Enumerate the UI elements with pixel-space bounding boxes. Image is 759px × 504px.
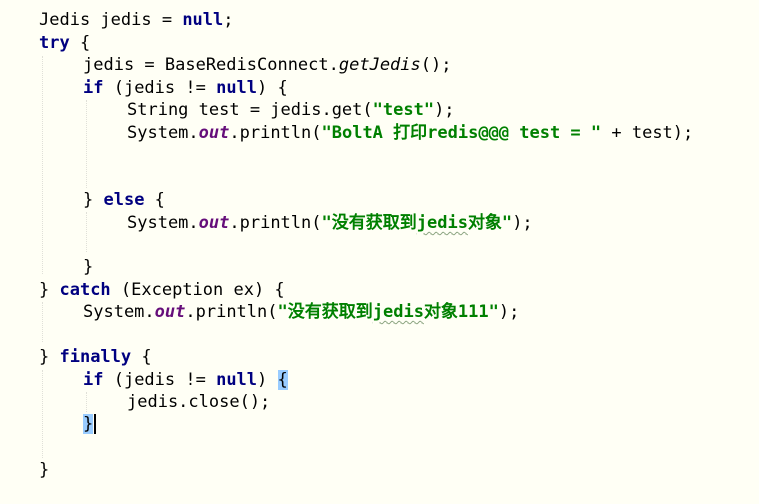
- keyword-token: try: [39, 33, 70, 53]
- keyword-token: else: [103, 190, 145, 210]
- keyword-token: if: [83, 78, 104, 98]
- code-line[interactable]: } finally {: [39, 346, 152, 368]
- code-text: ): [257, 370, 278, 390]
- code-text: ) {: [257, 78, 288, 98]
- code-line[interactable]: System.out.println("没有获取到jedis对象111");: [83, 301, 519, 323]
- code-line[interactable]: }: [83, 413, 97, 435]
- string-literal: 对象111": [423, 302, 499, 322]
- code-line[interactable]: Jedis jedis = null;: [39, 9, 234, 31]
- code-text: .println(: [229, 123, 322, 143]
- keyword-token: null: [216, 370, 258, 390]
- code-line[interactable]: }: [83, 256, 93, 278]
- keyword-token: null: [182, 10, 224, 30]
- string-literal: "test": [372, 100, 435, 120]
- field-token: out: [198, 213, 230, 233]
- code-text: System.: [127, 213, 199, 233]
- code-line[interactable]: if (jedis != null) {: [83, 77, 288, 99]
- code-text: {: [131, 347, 152, 367]
- code-line[interactable]: jedis = BaseRedisConnect.getJedis();: [83, 54, 451, 76]
- code-text: ;: [223, 10, 234, 30]
- indent-guide: [42, 302, 43, 342]
- matched-brace-open: {: [277, 370, 288, 390]
- string-literal: "BoltA 打印redis@@@ test = ": [321, 123, 602, 143]
- indent-guide: [86, 212, 87, 252]
- keyword-token: catch: [59, 280, 111, 300]
- code-text: jedis = BaseRedisConnect.: [83, 55, 339, 75]
- code-text: .println(: [229, 213, 322, 233]
- indent-guide: [42, 56, 43, 274]
- field-token: out: [198, 123, 230, 143]
- text-caret: [94, 414, 97, 434]
- method-token: getJedis: [338, 55, 421, 75]
- code-line[interactable]: String test = jedis.get("test");: [127, 99, 455, 121]
- keyword-token: if: [83, 370, 104, 390]
- code-line[interactable]: if (jedis != null) {: [83, 369, 288, 391]
- string-literal: 对象": [467, 213, 513, 233]
- field-token: out: [154, 302, 186, 322]
- keyword-token: finally: [59, 347, 132, 367]
- code-text: }: [83, 257, 94, 277]
- code-text: {: [144, 190, 165, 210]
- matched-brace-close: }: [83, 414, 94, 434]
- code-text: jedis.close();: [127, 392, 271, 412]
- indent-guide: [42, 370, 43, 458]
- code-text: (jedis !=: [103, 78, 217, 98]
- code-text: {: [69, 33, 91, 53]
- code-text: jedis =: [90, 10, 183, 30]
- code-line[interactable]: }: [39, 459, 49, 481]
- code-text: }: [83, 190, 104, 210]
- code-line[interactable]: try {: [39, 32, 90, 54]
- string-literal: "没有获取到: [321, 213, 417, 233]
- code-text: String test = jedis.get(: [127, 100, 373, 120]
- string-literal-typo: jedis: [416, 213, 468, 233]
- keyword-token: null: [216, 78, 258, 98]
- code-text: System.: [83, 302, 155, 322]
- indent-guide: [86, 100, 87, 188]
- code-text: }: [39, 347, 60, 367]
- code-line[interactable]: System.out.println("BoltA 打印redis@@@ tes…: [127, 122, 693, 144]
- code-text: }: [39, 280, 60, 300]
- type-token: Jedis: [39, 10, 91, 30]
- code-line[interactable]: jedis.close();: [127, 391, 270, 413]
- code-text: ();: [420, 55, 452, 75]
- indent-guide: [86, 392, 87, 412]
- code-text: );: [434, 100, 455, 120]
- code-line[interactable]: System.out.println("没有获取到jedis对象");: [127, 212, 533, 234]
- code-text: System.: [127, 123, 199, 143]
- code-text: }: [39, 460, 50, 480]
- code-text: );: [512, 213, 533, 233]
- string-literal-typo: jedis: [372, 302, 424, 322]
- code-line[interactable]: } else {: [83, 189, 165, 211]
- code-text: (jedis !=: [103, 370, 217, 390]
- code-text: .println(: [185, 302, 278, 322]
- string-literal: "没有获取到: [277, 302, 373, 322]
- code-line[interactable]: } catch (Exception ex) {: [39, 279, 285, 301]
- code-text: );: [498, 302, 520, 322]
- code-text: (Exception ex) {: [110, 280, 285, 300]
- code-text: + test);: [601, 123, 694, 143]
